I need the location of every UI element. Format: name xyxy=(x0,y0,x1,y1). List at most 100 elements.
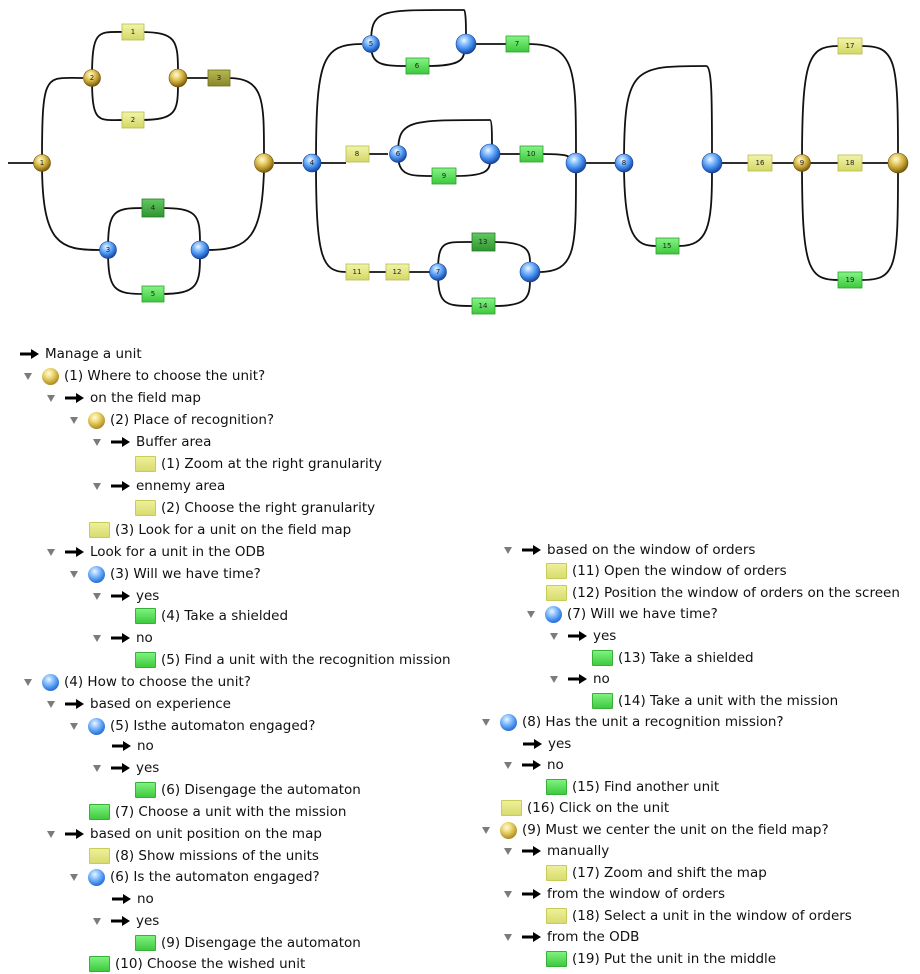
disclosure-triangle-icon[interactable] xyxy=(70,722,78,730)
tree-row-decision-1[interactable]: (1) Where to choose the unit? xyxy=(24,366,265,386)
tree-row-decision-5[interactable]: (5) Isthe automaton engaged? xyxy=(70,716,315,736)
tree-row-option[interactable]: yes xyxy=(93,586,159,606)
disclosure-triangle-icon[interactable] xyxy=(70,873,78,881)
tree-row-task-16[interactable]: (16) Click on the unit xyxy=(501,798,669,818)
task-node-5: 5 xyxy=(141,285,165,303)
tree-row-task-1[interactable]: (1) Zoom at the right granularity xyxy=(135,454,382,474)
task-node-7: 7 xyxy=(505,35,530,53)
tree-row-task-11[interactable]: (11) Open the window of orders xyxy=(546,561,787,581)
tree-row-root[interactable]: Manage a unit xyxy=(20,344,142,364)
disclosure-triangle-icon[interactable] xyxy=(504,933,512,941)
tree-row-option[interactable]: yes xyxy=(523,734,571,754)
tree-row-task-9[interactable]: (9) Disengage the automaton xyxy=(135,933,361,953)
task-node-17: 17 xyxy=(837,37,863,55)
tree-row-option[interactable]: no xyxy=(504,755,564,775)
tree-row-option[interactable]: no xyxy=(112,736,154,756)
tree-row-decision-6[interactable]: (6) Is the automaton engaged? xyxy=(70,867,320,887)
tree-row-option[interactable]: Look for a unit in the ODB xyxy=(47,542,265,562)
disclosure-triangle-icon[interactable] xyxy=(24,678,32,686)
svg-text:9: 9 xyxy=(442,172,446,180)
tree-row-option[interactable]: manually xyxy=(504,841,609,861)
disclosure-triangle-icon[interactable] xyxy=(504,847,512,855)
tree-row-decision-7[interactable]: (7) Will we have time? xyxy=(527,604,718,624)
disclosure-triangle-icon[interactable] xyxy=(504,890,512,898)
disclosure-triangle-icon[interactable] xyxy=(93,634,101,642)
tree-row-decision-8[interactable]: (8) Has the unit a recognition mission? xyxy=(482,712,784,732)
disclosure-triangle-icon[interactable] xyxy=(482,718,490,726)
tree-row-option[interactable]: Buffer area xyxy=(93,432,211,452)
tree-row-decision-4[interactable]: (4) How to choose the unit? xyxy=(24,672,251,692)
arrow-right-icon xyxy=(111,763,130,773)
tree-row-option[interactable]: no xyxy=(112,889,154,909)
tree-row-task-12[interactable]: (12) Position the window of orders on th… xyxy=(546,583,900,603)
tree-row-task-19[interactable]: (19) Put the unit in the middle xyxy=(546,949,776,969)
blue-decision-icon xyxy=(500,713,517,731)
blue-decision-icon xyxy=(42,673,59,691)
tree-row-option[interactable]: no xyxy=(550,669,610,689)
tree-row-task-2[interactable]: (2) Choose the right granularity xyxy=(135,498,375,518)
tree-row-option[interactable]: yes xyxy=(550,626,616,646)
disclosure-triangle-icon[interactable] xyxy=(93,438,101,446)
tree-row-option[interactable]: based on unit position on the map xyxy=(47,824,322,844)
tree-row-task-10[interactable]: (10) Choose the wished unit xyxy=(89,954,305,974)
arrow-right-icon xyxy=(111,591,130,601)
tree-row-task-4[interactable]: (4) Take a shielded xyxy=(135,606,288,626)
disclosure-triangle-icon[interactable] xyxy=(47,394,55,402)
tree-row-task-17[interactable]: (17) Zoom and shift the map xyxy=(546,863,767,883)
tree-row-task-15[interactable]: (15) Find another unit xyxy=(546,777,719,797)
arrow-right-icon xyxy=(522,846,541,856)
tree-row-option[interactable]: ennemy area xyxy=(93,476,225,496)
disclosure-triangle-icon[interactable] xyxy=(70,570,78,578)
disclosure-triangle-icon[interactable] xyxy=(93,917,101,925)
disclosure-triangle-icon[interactable] xyxy=(527,610,535,618)
arrow-right-icon xyxy=(111,916,130,926)
disclosure-triangle-icon[interactable] xyxy=(47,830,55,838)
tree-row-decision-9[interactable]: (9) Must we center the unit on the field… xyxy=(482,820,829,840)
tree-row-option[interactable]: no xyxy=(93,628,153,648)
arrow-right-icon xyxy=(522,889,541,899)
svg-text:3: 3 xyxy=(217,74,221,82)
disclosure-triangle-icon[interactable] xyxy=(550,675,558,683)
task-node-15: 15 xyxy=(655,237,680,255)
merge-node-blue xyxy=(455,33,477,55)
disclosure-triangle-icon[interactable] xyxy=(24,372,32,380)
tree-row-decision-2[interactable]: (2) Place of recognition? xyxy=(70,410,274,430)
tree-row-option[interactable]: based on the window of orders xyxy=(504,540,755,560)
disclosure-triangle-icon[interactable] xyxy=(93,592,101,600)
tree-row-option[interactable]: on the field map xyxy=(47,388,201,408)
tree-row-task-6[interactable]: (6) Disengage the automaton xyxy=(135,780,361,800)
disclosure-triangle-icon[interactable] xyxy=(47,548,55,556)
disclosure-triangle-icon[interactable] xyxy=(93,482,101,490)
svg-text:3: 3 xyxy=(106,246,110,254)
task-node-2: 2 xyxy=(121,111,145,129)
tree-row-task-13[interactable]: (13) Take a shielded xyxy=(592,648,754,668)
tree-row-task-5[interactable]: (5) Find a unit with the recognition mis… xyxy=(135,650,451,670)
disclosure-triangle-icon[interactable] xyxy=(504,546,512,554)
disclosure-triangle-icon[interactable] xyxy=(47,700,55,708)
tree-row-option[interactable]: based on experience xyxy=(47,694,231,714)
tree-row-task-18[interactable]: (18) Select a unit in the window of orde… xyxy=(546,906,852,926)
disclosure-triangle-icon[interactable] xyxy=(482,826,490,834)
tree-row-option[interactable]: from the ODB xyxy=(504,927,639,947)
tree-row-task-3[interactable]: (3) Look for a unit on the field map xyxy=(89,520,351,540)
disclosure-triangle-icon[interactable] xyxy=(550,632,558,640)
blue-decision-icon xyxy=(88,868,105,886)
yellow-task-icon xyxy=(135,500,156,516)
green-task-icon xyxy=(592,650,613,666)
disclosure-triangle-icon[interactable] xyxy=(93,764,101,772)
tree-row-option[interactable]: yes xyxy=(93,758,159,778)
svg-text:4: 4 xyxy=(151,204,156,212)
task-node-13: 13 xyxy=(471,232,496,252)
tree-row-task-8[interactable]: (8) Show missions of the units xyxy=(89,846,319,866)
disclosure-triangle-icon[interactable] xyxy=(504,761,512,769)
tree-row-decision-3[interactable]: (3) Will we have time? xyxy=(70,564,261,584)
tree-row-option[interactable]: from the window of orders xyxy=(504,884,725,904)
arrow-right-icon xyxy=(522,760,541,770)
tree-row-task-7[interactable]: (7) Choose a unit with the mission xyxy=(89,802,346,822)
tree-row-option[interactable]: yes xyxy=(93,911,159,931)
disclosure-triangle-icon[interactable] xyxy=(70,416,78,424)
task-node-18: 18 xyxy=(837,154,863,172)
tree-row-task-14[interactable]: (14) Take a unit with the mission xyxy=(592,691,838,711)
task-node-11: 11 xyxy=(345,263,370,281)
arrow-right-icon xyxy=(111,633,130,643)
